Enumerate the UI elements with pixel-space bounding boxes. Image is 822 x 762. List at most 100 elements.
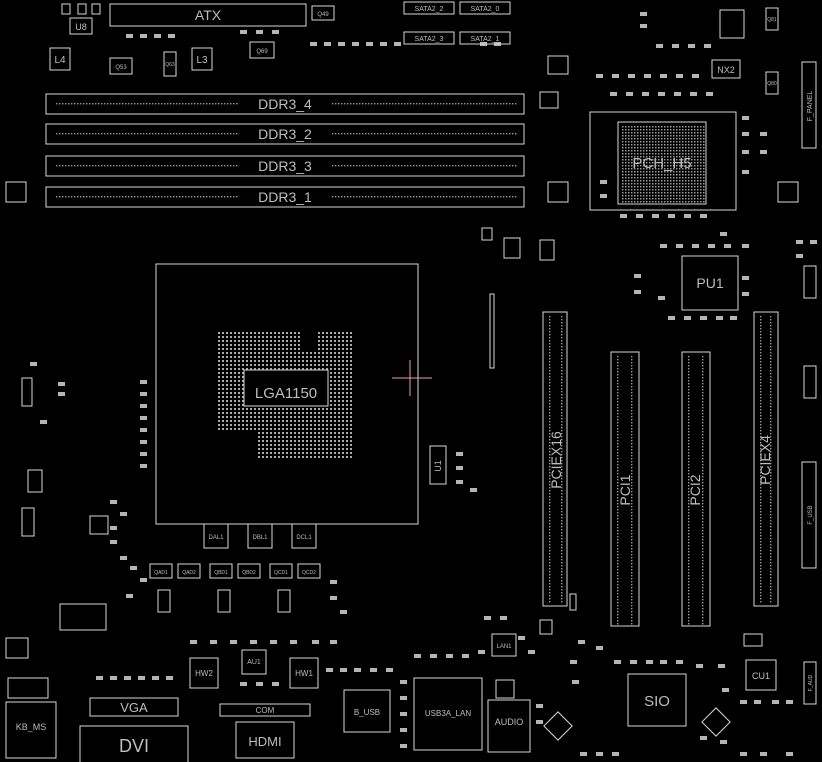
dvi-label: DVI xyxy=(119,736,149,756)
pciex16-slot[interactable] xyxy=(542,311,568,607)
cpu-socket[interactable] xyxy=(155,263,419,525)
pch-chip[interactable] xyxy=(617,121,707,205)
svg-text:QAD2: QAD2 xyxy=(182,570,196,576)
vga-label: VGA xyxy=(120,700,148,715)
hw2-label: HW2 xyxy=(195,669,213,678)
dvi-connector[interactable] xyxy=(79,725,189,762)
hw1-label: HW1 xyxy=(295,669,313,678)
pch-area xyxy=(589,111,737,211)
sio-label: SIO xyxy=(644,693,670,710)
b-usb-label: B_USB xyxy=(354,708,380,717)
hw2-chip[interactable] xyxy=(189,657,219,689)
com-header[interactable] xyxy=(219,703,311,717)
f-audio-header[interactable] xyxy=(803,661,817,705)
q80-chip[interactable] xyxy=(765,71,779,95)
b-usb-connector[interactable] xyxy=(343,689,391,733)
u8-chip[interactable] xyxy=(69,17,93,35)
atx-label: ATX xyxy=(195,7,222,23)
q63-label: Q63 xyxy=(165,62,175,68)
f-panel-header[interactable] xyxy=(801,61,817,149)
pci1-slot[interactable] xyxy=(610,351,640,627)
hdmi-connector[interactable] xyxy=(235,721,295,759)
dbl1-part[interactable] xyxy=(247,523,273,549)
f-panel-label: F_PANEL xyxy=(807,91,814,122)
q80-label: Q80 xyxy=(767,81,777,87)
q49-chip[interactable] xyxy=(311,5,335,21)
lan1-label: LAN1 xyxy=(496,644,512,650)
u1-label: U1 xyxy=(433,460,443,472)
dbl1-label: DBL1 xyxy=(252,535,268,541)
ddr3-1-label: DDR3_1 xyxy=(258,189,312,205)
sata2-3-label: SATA2_3 xyxy=(415,36,444,43)
l3-inductor[interactable] xyxy=(191,47,213,71)
sata2-1-connector[interactable] xyxy=(459,31,511,45)
kb-ms-label: KB_MS xyxy=(16,722,47,732)
pciex4-slot[interactable] xyxy=(753,311,779,607)
f-audio-label: F_AUD xyxy=(808,674,814,691)
usb3a-lan-label: USB3A_LAN xyxy=(425,709,471,718)
svg-text:QAD1: QAD1 xyxy=(154,570,168,576)
audio-label: AUDIO xyxy=(495,717,524,727)
pci2-label: PCI2 xyxy=(687,474,703,505)
ddr3-3-label: DDR3_3 xyxy=(258,158,312,174)
l4-label: L4 xyxy=(54,55,66,66)
atx-connector[interactable] xyxy=(109,3,307,27)
ddr3-3-slot[interactable] xyxy=(45,155,525,177)
q69-label: Q69 xyxy=(256,49,268,55)
u1-chip[interactable] xyxy=(429,445,447,485)
sata2-1-label: SATA2_1 xyxy=(471,36,500,43)
svg-text:QBD2: QBD2 xyxy=(242,570,256,576)
sata2-0-label: SATA2_0 xyxy=(471,6,500,13)
q53-label: Q53 xyxy=(115,65,127,71)
audio-connector[interactable] xyxy=(487,699,531,753)
com-label: COM xyxy=(256,706,275,715)
kb-ms-connector[interactable] xyxy=(5,701,57,759)
ddr3-2-slot[interactable] xyxy=(45,123,525,145)
vrm-mosfets: QAD1 QAD2 QBD1 QBD2 QCD1 QCD2 xyxy=(149,563,321,613)
svg-text:QCD1: QCD1 xyxy=(274,570,288,576)
sata2-0-connector[interactable] xyxy=(459,1,511,15)
q63-chip[interactable] xyxy=(163,51,177,77)
au1-chip[interactable] xyxy=(241,649,267,675)
pciex4-label: PCIEX4 xyxy=(757,435,773,485)
lga-label: LGA1150 xyxy=(255,385,317,402)
svg-text:QCD2: QCD2 xyxy=(302,570,316,576)
usb3a-lan-connector[interactable] xyxy=(413,677,483,751)
l4-inductor[interactable] xyxy=(49,47,71,71)
cu1-chip[interactable] xyxy=(745,659,777,691)
f-usb-header[interactable] xyxy=(801,461,817,569)
pu1-label: PU1 xyxy=(696,275,723,291)
sata2-3-connector[interactable] xyxy=(403,31,455,45)
q53-chip[interactable] xyxy=(109,57,133,75)
pch-label: PCH_H5 xyxy=(632,155,691,172)
dcl1-label: DCL1 xyxy=(296,535,312,541)
svg-text:QBD1: QBD1 xyxy=(214,570,228,576)
dal1-label: DAL1 xyxy=(208,535,224,541)
ddr3-1-slot[interactable] xyxy=(45,186,525,208)
hw1-chip[interactable] xyxy=(289,657,319,689)
q49-label: Q49 xyxy=(317,12,329,18)
f-usb-label: F_USB xyxy=(808,505,814,524)
bios-chip[interactable] xyxy=(543,711,573,741)
lan1-chip[interactable] xyxy=(491,633,517,657)
q81-label: Q81 xyxy=(767,17,777,23)
au1-label: AU1 xyxy=(247,659,261,666)
ddr3-4-slot[interactable] xyxy=(45,93,525,115)
vga-connector[interactable] xyxy=(89,697,179,717)
dcl1-part[interactable] xyxy=(291,523,317,549)
sata2-2-label: SATA2_2 xyxy=(415,6,444,13)
ddr3-4-label: DDR3_4 xyxy=(258,96,312,112)
generated-pads xyxy=(5,12,817,756)
nx2-chip[interactable] xyxy=(711,59,741,79)
nx2-label: NX2 xyxy=(717,65,735,75)
sata2-2-connector[interactable] xyxy=(403,1,455,15)
sio-chip[interactable] xyxy=(627,673,687,727)
ddr3-2-label: DDR3_2 xyxy=(258,126,312,142)
pci2-slot[interactable] xyxy=(681,351,711,627)
pciex16-label: PCIEX16 xyxy=(548,431,564,489)
q69-chip[interactable] xyxy=(249,41,275,59)
q81-chip[interactable] xyxy=(765,7,779,31)
pu1-chip[interactable] xyxy=(681,255,739,311)
dal1-part[interactable] xyxy=(203,523,229,549)
